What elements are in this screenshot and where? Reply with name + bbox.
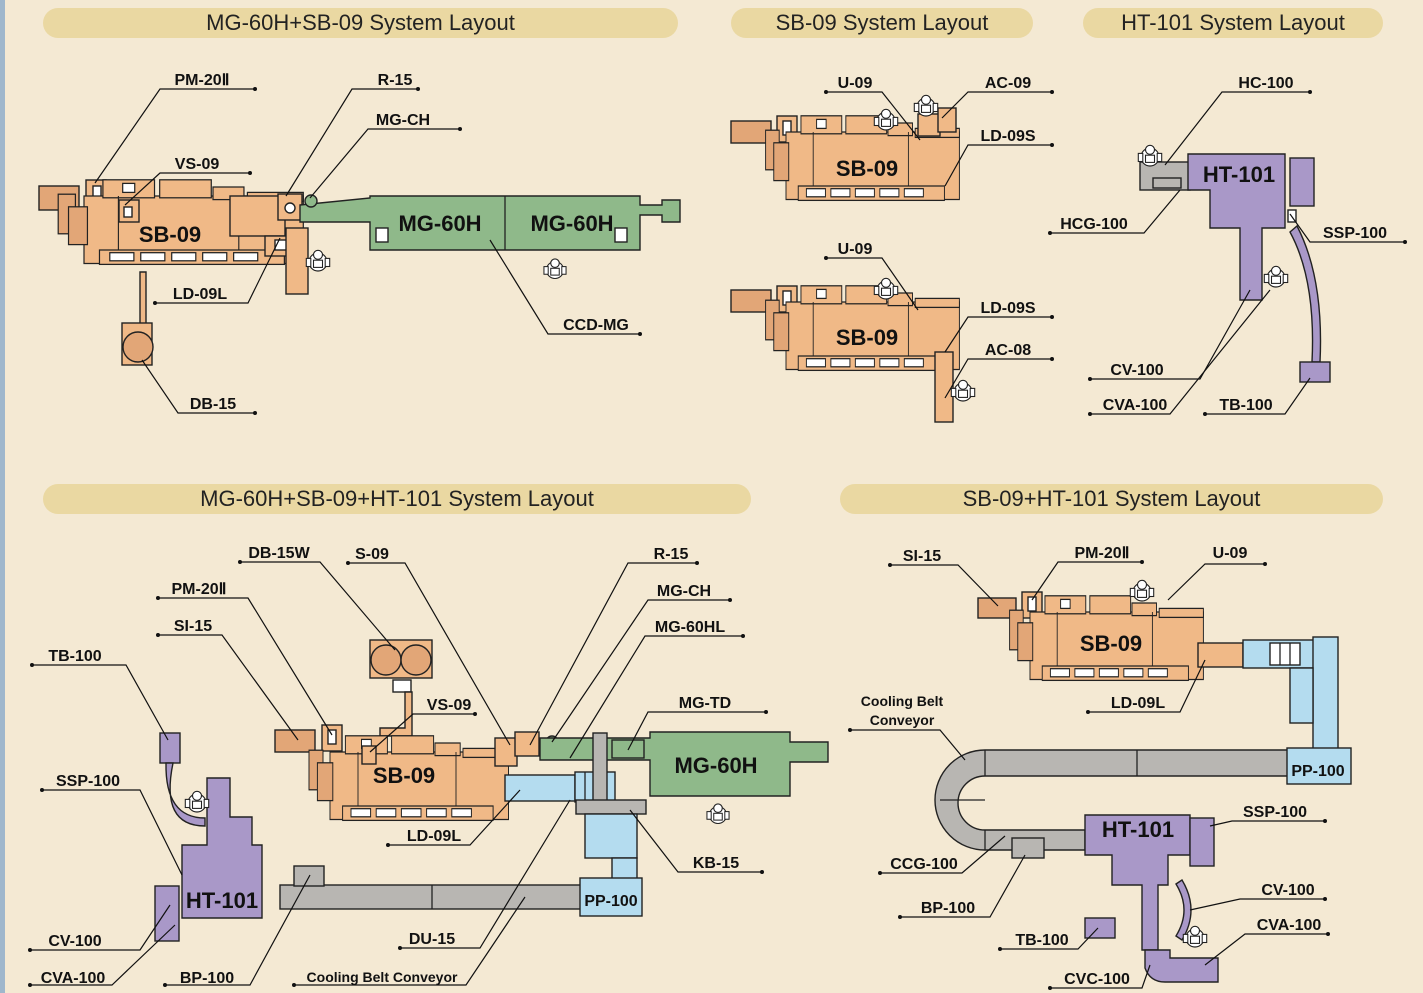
- panel-title-sb09-ht101: SB-09+HT-101 System Layout: [840, 484, 1383, 514]
- label-cv100: CV-100: [1110, 362, 1163, 379]
- ht101-label: HT-101: [186, 888, 258, 913]
- label-hcg100: HCG-100: [1060, 216, 1128, 233]
- label-ac09: AC-09: [985, 75, 1031, 92]
- label-ccg100: CCG-100: [890, 856, 958, 873]
- mg60h-label-2: MG-60H: [530, 211, 613, 236]
- label-cva100: CVA-100: [1103, 397, 1168, 414]
- label-pm20: PM-20Ⅱ: [172, 581, 227, 598]
- label-u09: U-09: [1213, 545, 1248, 562]
- label-ssp100: SSP-100: [1323, 225, 1387, 242]
- label-mg60hl: MG-60HL: [655, 619, 725, 636]
- label-vs09: VS-09: [427, 697, 472, 714]
- panel-2-drawing: SB-09 SB-09 U-09 AC-09 LD-09S U-09 LD-09…: [730, 75, 1054, 423]
- label-hc100: HC-100: [1238, 75, 1293, 92]
- label-r15: R-15: [654, 546, 689, 563]
- panel-4-drawing: MG-60H PP-100 HT-101 SB-09: [28, 545, 829, 987]
- sb09-label-a: SB-09: [836, 156, 898, 181]
- label-s09: S-09: [355, 546, 389, 563]
- label-cv100: CV-100: [48, 933, 101, 950]
- pp100-label: PP-100: [584, 893, 637, 910]
- label-tb100: TB-100: [48, 648, 101, 665]
- label-u09-a: U-09: [838, 75, 873, 92]
- label-ld09l: LD-09L: [1111, 695, 1165, 712]
- label-mgch: MG-CH: [376, 112, 430, 129]
- label-cooling-belt-conveyor: Cooling Belt Conveyor: [307, 969, 458, 985]
- ht101-label: HT-101: [1203, 162, 1275, 187]
- sb09-label: SB-09: [1080, 631, 1142, 656]
- panel-3-drawing: HT-101 HC-100 HCG-100 SSP-100 CV-100 CVA…: [1048, 75, 1407, 416]
- panel-title-mg60h-sb09-ht101: MG-60H+SB-09+HT-101 System Layout: [43, 484, 751, 514]
- panel-title-sb09: SB-09 System Layout: [731, 8, 1033, 38]
- label-tb100: TB-100: [1219, 397, 1272, 414]
- label-cva100: CVA-100: [41, 970, 106, 987]
- panel-5-drawing: SB-09 PP-100 HT-101: [848, 545, 1352, 990]
- label-ld09s-b: LD-09S: [980, 300, 1035, 317]
- panel-title-mg60h-sb09: MG-60H+SB-09 System Layout: [43, 8, 678, 38]
- label-u09-b: U-09: [838, 241, 873, 258]
- label-mgtd: MG-TD: [679, 695, 731, 712]
- label-vs09: VS-09: [175, 156, 220, 173]
- mg60h-label-1: MG-60H: [398, 211, 481, 236]
- ht101-label: HT-101: [1102, 817, 1174, 842]
- label-mgch: MG-CH: [657, 583, 711, 600]
- label-tb100: TB-100: [1015, 932, 1068, 949]
- label-si15: SI-15: [903, 548, 941, 565]
- label-ssp100: SSP-100: [1243, 804, 1307, 821]
- label-r15: R-15: [378, 72, 413, 89]
- pp100-label: PP-100: [1291, 763, 1344, 780]
- label-cooling-belt: Cooling Belt: [861, 693, 944, 709]
- label-bp100: BP-100: [180, 970, 234, 987]
- label-ld09l: LD-09L: [173, 286, 227, 303]
- label-db15: DB-15: [190, 396, 236, 413]
- label-ccdmg: CCD-MG: [563, 317, 629, 334]
- label-bp100: BP-100: [921, 900, 975, 917]
- label-cva100: CVA-100: [1257, 917, 1322, 934]
- label-ssp100: SSP-100: [56, 773, 120, 790]
- label-cvc100: CVC-100: [1064, 971, 1130, 988]
- sb09-label: SB-09: [139, 222, 201, 247]
- label-pm20: PM-20Ⅱ: [175, 72, 230, 89]
- label-ld09s-a: LD-09S: [980, 128, 1035, 145]
- label-ac08: AC-08: [985, 342, 1031, 359]
- panel-title-ht101: HT-101 System Layout: [1083, 8, 1383, 38]
- label-si15: SI-15: [174, 618, 212, 635]
- mg60h-label: MG-60H: [674, 753, 757, 778]
- left-edge-strip: [0, 0, 5, 993]
- panel-1-drawing: MG-60H MG-60H SB-09 PM-20Ⅱ R-15 MG-CH VS…: [38, 72, 681, 415]
- label-pm20: PM-20Ⅱ: [1075, 545, 1130, 562]
- sb09-label-b: SB-09: [836, 325, 898, 350]
- sb09-label: SB-09: [373, 763, 435, 788]
- label-cv100: CV-100: [1261, 882, 1314, 899]
- label-kb15: KB-15: [693, 855, 739, 872]
- label-conveyor: Conveyor: [870, 712, 935, 728]
- label-du15: DU-15: [409, 931, 455, 948]
- label-db15w: DB-15W: [248, 545, 310, 562]
- label-ld09l: LD-09L: [407, 828, 461, 845]
